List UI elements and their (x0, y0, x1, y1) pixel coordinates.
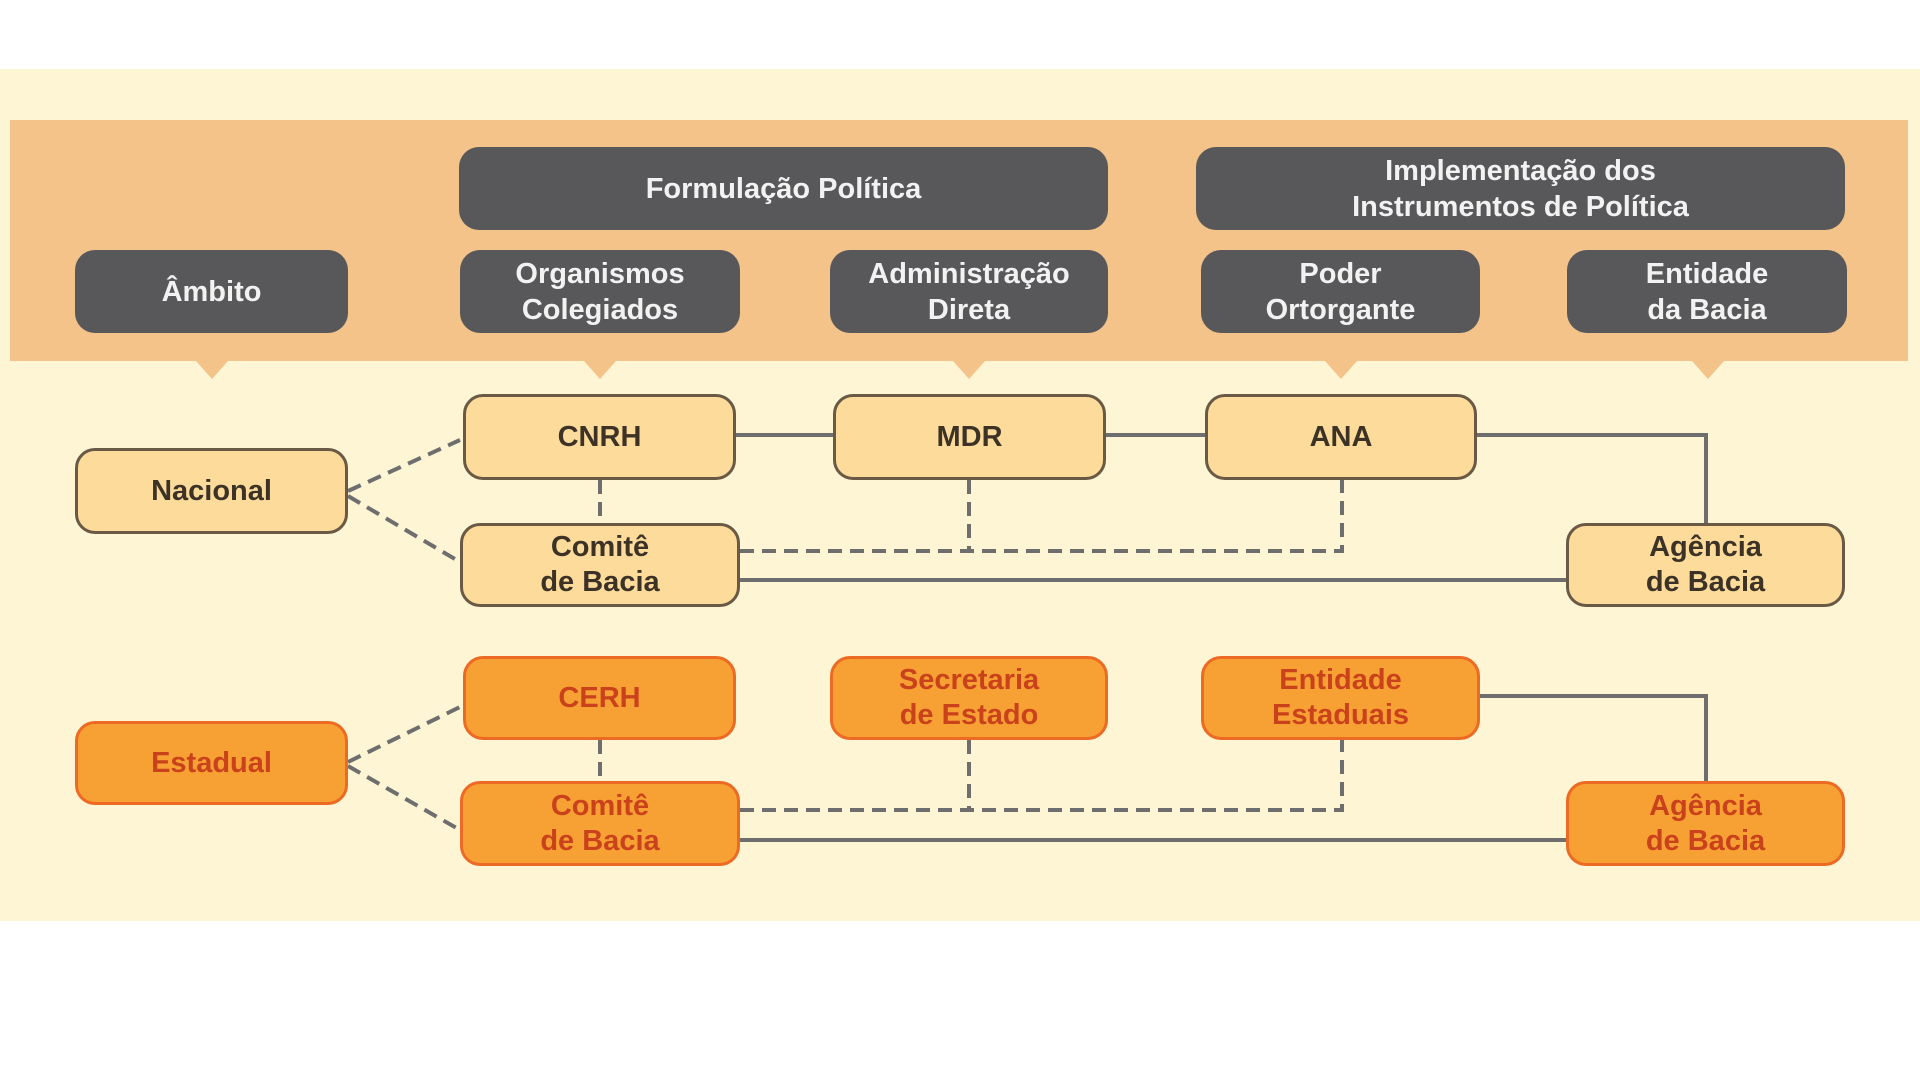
pointer-entidade (1692, 361, 1724, 379)
dash-estadual-comite (347, 764, 461, 832)
header-entidade-bacia: Entidade da Bacia (1567, 250, 1847, 333)
node-agencia-bacia-nacional: Agência de Bacia (1566, 523, 1845, 607)
header-organismos-colegiados: Organismos Colegiados (460, 250, 740, 333)
node-agencia-bacia-estadual: Agência de Bacia (1566, 781, 1845, 866)
header-ambito: Âmbito (75, 250, 348, 333)
pointer-poder (1325, 361, 1357, 379)
dash-estadual-cerh (347, 705, 461, 764)
node-cerh: CERH (463, 656, 736, 740)
node-comite-bacia-nacional: Comitê de Bacia (460, 523, 740, 607)
node-estadual: Estadual (75, 721, 348, 805)
node-nacional: Nacional (75, 448, 348, 534)
line-entidades-agencia-estadual (1480, 694, 1708, 781)
node-entidades-estaduais: Entidade Estaduais (1201, 656, 1480, 740)
pointer-administracao (953, 361, 985, 379)
dash-nacional-cnrh (347, 438, 461, 493)
pointer-ambito (196, 361, 228, 379)
node-secretaria-estado: Secretaria de Estado (830, 656, 1108, 740)
node-comite-bacia-estadual: Comitê de Bacia (460, 781, 740, 866)
line-ana-agencia (1477, 433, 1708, 523)
header-poder-ortorgante: Poder Ortorgante (1201, 250, 1480, 333)
header-formulacao-politica: Formulação Política (459, 147, 1108, 230)
dash-comite-mdr-ana (740, 480, 1344, 553)
pointer-organismos (584, 361, 616, 379)
dash-nacional-comite (346, 494, 462, 564)
dash-comite-secretaria-entidades (740, 740, 1344, 812)
header-administracao-direta: Administração Direta (830, 250, 1108, 333)
header-implementacao-instrumentos: Implementação dos Instrumentos de Políti… (1196, 147, 1845, 230)
node-ana: ANA (1205, 394, 1477, 480)
node-mdr: MDR (833, 394, 1106, 480)
node-cnrh: CNRH (463, 394, 736, 480)
